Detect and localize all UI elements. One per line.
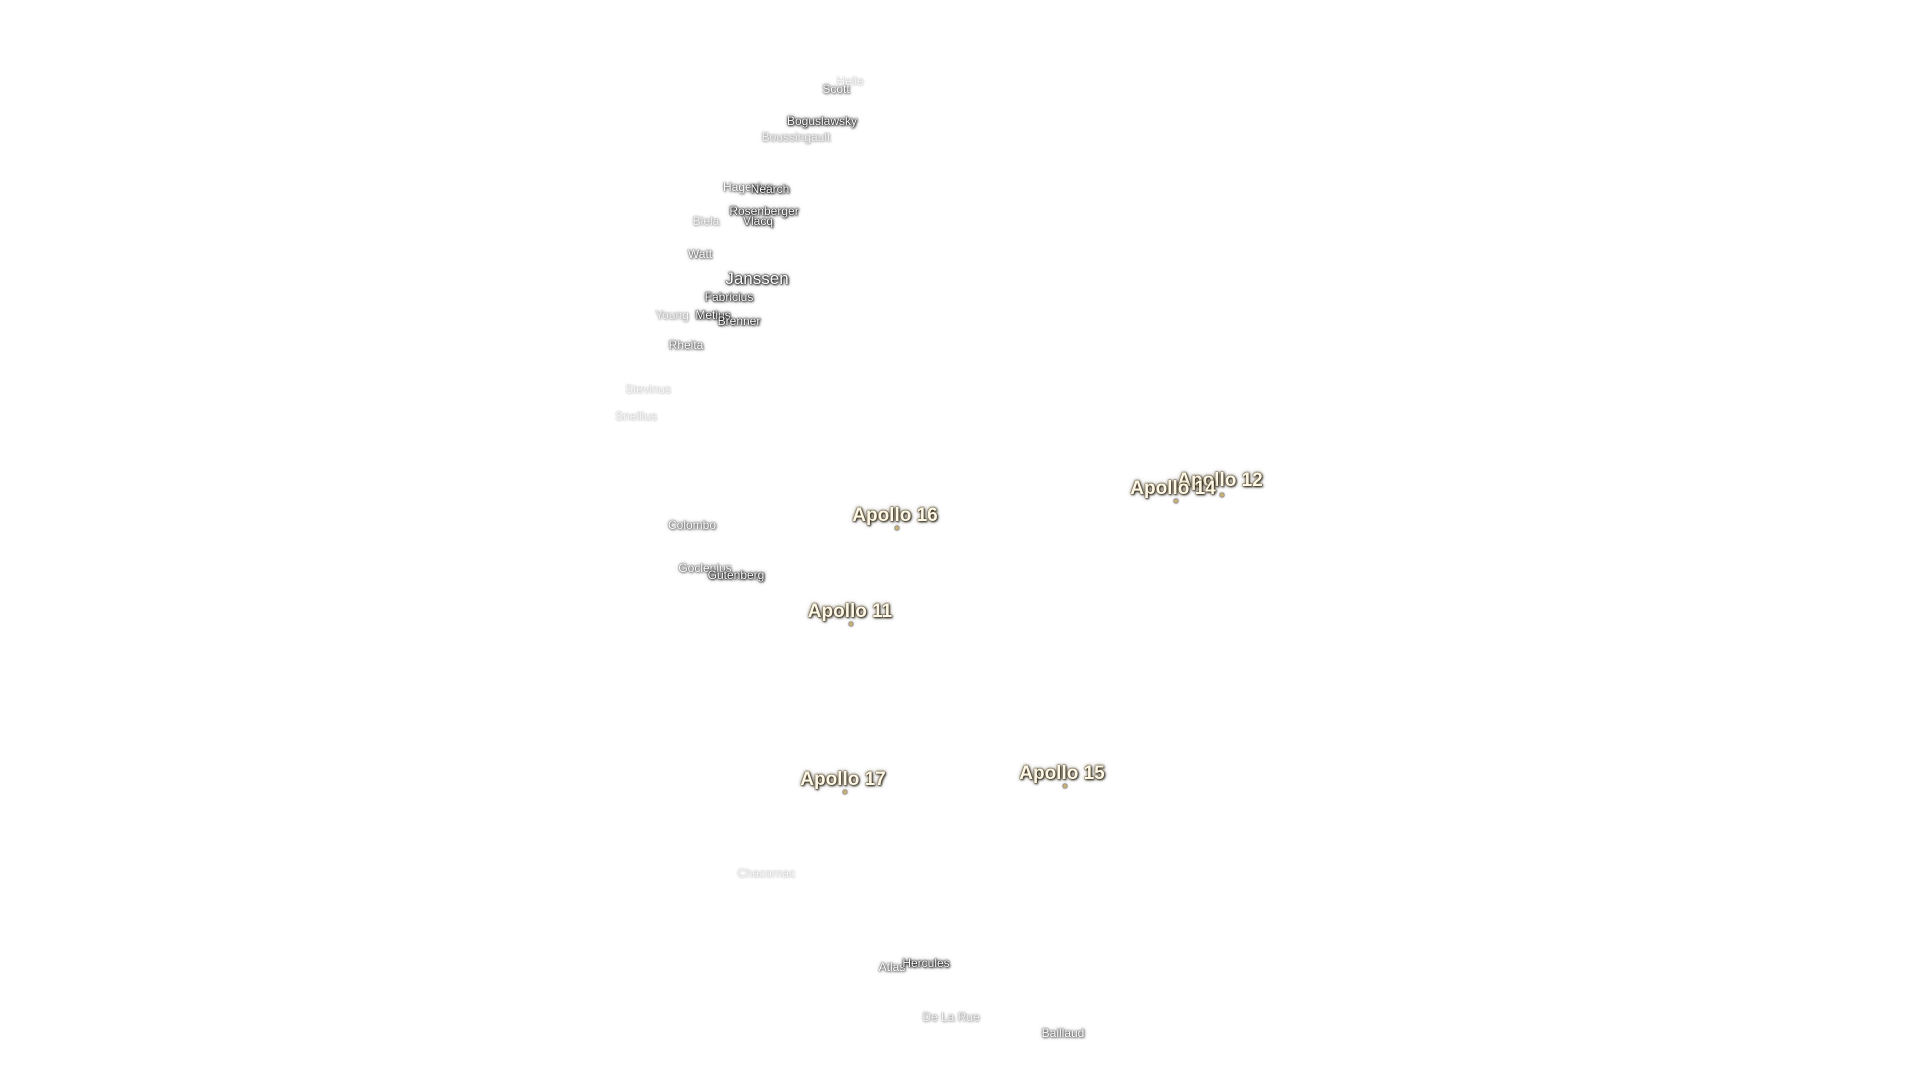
landing-site-marker-apollo-11[interactable] [849,622,853,626]
landing-site-label-apollo-16[interactable]: Apollo 16 [852,505,938,526]
crater-label-boguslawsky[interactable]: Boguslawsky [786,114,858,128]
crater-label-chacornac[interactable]: Chacornac [736,866,796,880]
crater-label-gutenberg[interactable]: Gutenberg [707,568,765,582]
crater-label-brenner[interactable]: Brenner [717,314,761,328]
landing-site-marker-apollo-15[interactable] [1063,784,1067,788]
landing-site-label-apollo-15[interactable]: Apollo 15 [1019,763,1105,784]
landing-site-label-apollo-11[interactable]: Apollo 11 [807,601,893,622]
landing-site-marker-apollo-14[interactable] [1174,499,1178,503]
crater-label-bailaud[interactable]: Baillaud [1041,1026,1085,1040]
crater-label-young[interactable]: Young [655,308,689,322]
landing-site-marker-apollo-12[interactable] [1220,493,1224,497]
crater-label-hercules[interactable]: Hercules [902,956,950,970]
crater-label-rosenberger[interactable]: Rosenberger [729,204,799,218]
landing-site-label-apollo-14[interactable]: Apollo 14 [1130,478,1216,499]
crater-label-de-la-rue[interactable]: De La Rue [922,1010,980,1024]
crater-label-boussingault[interactable]: Boussingault [761,130,831,144]
crater-label-rheita[interactable]: Rheita [668,338,704,352]
crater-label-watt[interactable]: Watt [687,247,713,261]
crater-label-scott[interactable]: Scott [822,82,850,96]
landing-site-marker-apollo-17[interactable] [843,790,847,794]
landing-site-label-apollo-17[interactable]: Apollo 17 [800,769,886,790]
crater-label-janssen[interactable]: Janssen [725,269,789,288]
crater-label-stevinus[interactable]: Stevinus [624,382,672,396]
crater-label-goclenius[interactable]: Goclenius [678,561,732,575]
crater-label-nearch[interactable]: Nearch [750,182,790,196]
crater-label-helle[interactable]: Helle [836,74,864,88]
crater-label-colombo[interactable]: Colombo [667,518,717,532]
crater-label-vlacq[interactable]: Vlacq [742,214,774,228]
crater-label-snellius[interactable]: Snellius [614,409,658,423]
crater-label-biela[interactable]: Biela [692,214,720,228]
landing-site-marker-apollo-16[interactable] [895,526,899,530]
landing-site-label-apollo-12[interactable]: Apollo 12 [1177,470,1263,491]
crater-label-fabricius[interactable]: Fabricius [704,290,754,304]
crater-label-atlas[interactable]: Atlas [878,960,906,974]
crater-label-hagecius[interactable]: Hagecius [722,180,774,194]
crater-label-metius[interactable]: Metius [695,308,731,322]
